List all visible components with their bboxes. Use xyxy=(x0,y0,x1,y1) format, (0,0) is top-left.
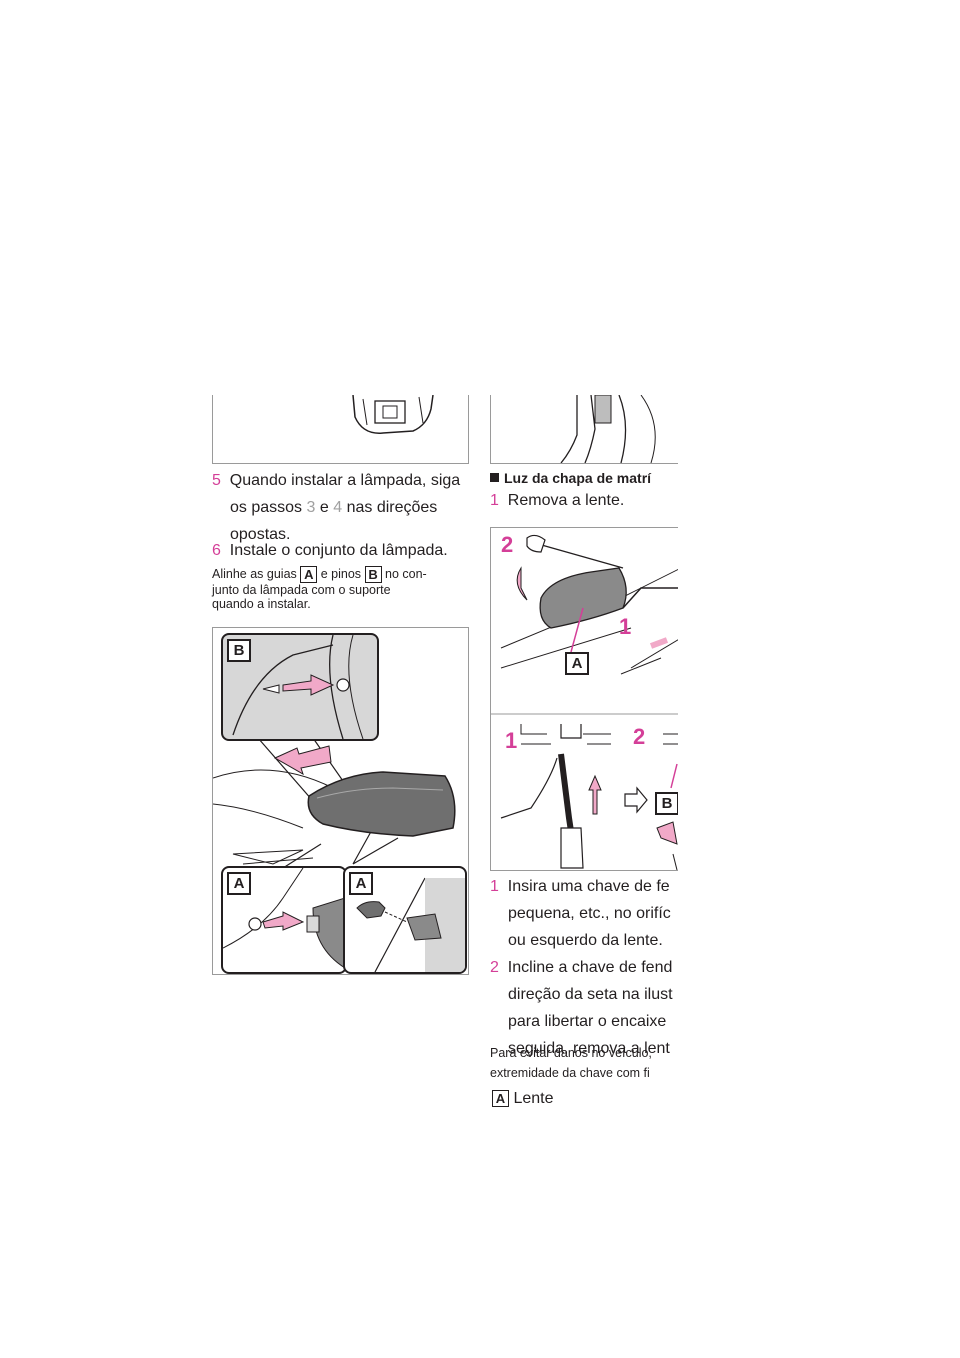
step-text: os passos xyxy=(230,499,303,516)
callout-label-a: A xyxy=(349,872,373,895)
heading-text: Luz da chapa de matrí xyxy=(504,470,652,486)
substep-1: 1 Insira uma chave de fe pequena, etc., … xyxy=(490,873,671,954)
callout-label-a: A xyxy=(565,652,589,675)
step-6: 6 Instale o conjunto da lâmpada. xyxy=(212,537,472,564)
inset-a-right: A xyxy=(343,866,467,974)
step-text: Remova a lente. xyxy=(507,492,625,509)
step-text: direção da seta na ilust xyxy=(508,986,673,1003)
step-text: nas direções xyxy=(346,499,438,516)
legend-text: Lente xyxy=(513,1090,554,1107)
top-left-figure xyxy=(212,395,469,464)
note-text: extremidade da chave com fi xyxy=(490,1066,650,1080)
step-number: 1 xyxy=(490,878,499,895)
damage-note: Para evitar danos no veículo, extremidad… xyxy=(490,1043,652,1083)
figure-step-2: 2 xyxy=(501,532,514,557)
top-right-figure xyxy=(490,395,678,464)
step-text: opostas. xyxy=(230,526,291,543)
step-text: pequena, etc., no orifíc xyxy=(508,905,671,922)
step-number: 6 xyxy=(212,542,221,559)
step-5: 5 Quando instalar a lâmpada, siga os pas… xyxy=(212,467,472,548)
step-text: Incline a chave de fend xyxy=(507,959,673,976)
note-text: e pinos xyxy=(320,566,362,581)
figure-step-1b: 1 xyxy=(505,728,518,753)
guide-detail-illustration xyxy=(223,868,345,969)
pin-detail-illustration xyxy=(232,635,364,739)
substep-2: 2 Incline a chave de fend direção da set… xyxy=(490,954,673,1062)
square-bullet-icon xyxy=(490,473,499,482)
lamp-assembly-figure: B A A xyxy=(212,627,469,975)
step-1: 1 Remova a lente. xyxy=(490,487,624,514)
callout-label-a: A xyxy=(227,872,251,895)
right-column: Luz da chapa de matrí 1 Remova a lente. xyxy=(490,395,678,1115)
guide-badge-a: A xyxy=(300,566,318,583)
step-text: seguida, remova a lent xyxy=(508,1040,670,1057)
step-reference: 4 xyxy=(333,499,343,516)
note-text: quando a instalar. xyxy=(212,597,311,611)
step-text: Insira uma chave de fe xyxy=(507,878,670,895)
inset-b: B xyxy=(221,633,379,741)
figure-step-2b: 2 xyxy=(633,724,646,749)
callout-label-b: B xyxy=(655,792,678,815)
step-text: ou esquerdo da lente. xyxy=(508,932,663,949)
step-reference: 3 xyxy=(306,499,316,516)
inset-a-left: A xyxy=(221,866,347,974)
rear-lamp-illustration xyxy=(560,395,656,463)
installation-note: Alinhe as guias A e pinos B no con- junt… xyxy=(212,566,474,611)
note-text: Para evitar danos no veículo, xyxy=(490,1046,652,1060)
guide-slot-illustration xyxy=(356,877,465,972)
callout-label-b: B xyxy=(227,639,251,662)
bulb-socket-illustration xyxy=(352,395,434,434)
step-text: Quando instalar a lâmpada, siga xyxy=(229,472,461,489)
step-text: para libertar o encaixe xyxy=(508,1013,667,1030)
step-text: Instale o conjunto da lâmpada. xyxy=(229,542,448,559)
lamp-assembly-illustration xyxy=(213,737,456,869)
note-text: Alinhe as guias xyxy=(212,566,297,581)
step-number: 2 xyxy=(490,959,499,976)
lens-removal-figure: 2 1 A 1 2 B xyxy=(490,527,678,871)
step-number: 5 xyxy=(212,472,221,489)
note-text: junto da lâmpada com o suporte xyxy=(212,583,391,597)
step-text: e xyxy=(319,499,329,516)
note-text: no con- xyxy=(385,566,427,581)
step-number: 1 xyxy=(490,492,499,509)
legend-lens: A Lente xyxy=(492,1085,554,1112)
legend-badge-a: A xyxy=(492,1090,509,1108)
figure-step-1: 1 xyxy=(619,614,632,639)
section-heading: Luz da chapa de matrí xyxy=(490,470,651,486)
pin-badge-b: B xyxy=(364,566,382,583)
lens-removal-illustration xyxy=(491,534,678,870)
